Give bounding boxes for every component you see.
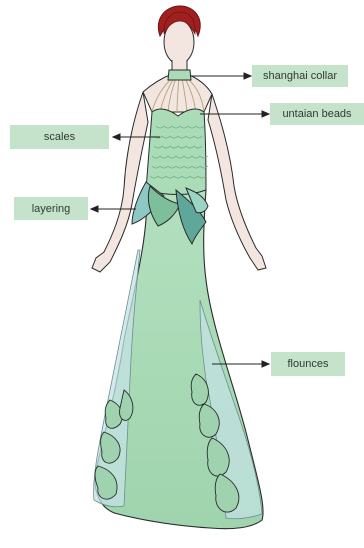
bodice [146, 109, 206, 194]
label-shanghai-collar: shanghai collar [252, 65, 348, 87]
left-arm [92, 92, 148, 272]
label-flounces: flounces [271, 352, 345, 376]
right-arm [208, 94, 266, 270]
label-layering: layering [14, 197, 88, 220]
label-untaian-beads: untaian beads [270, 103, 364, 125]
shanghai-collar [168, 70, 191, 80]
label-scales: scales [10, 125, 109, 149]
